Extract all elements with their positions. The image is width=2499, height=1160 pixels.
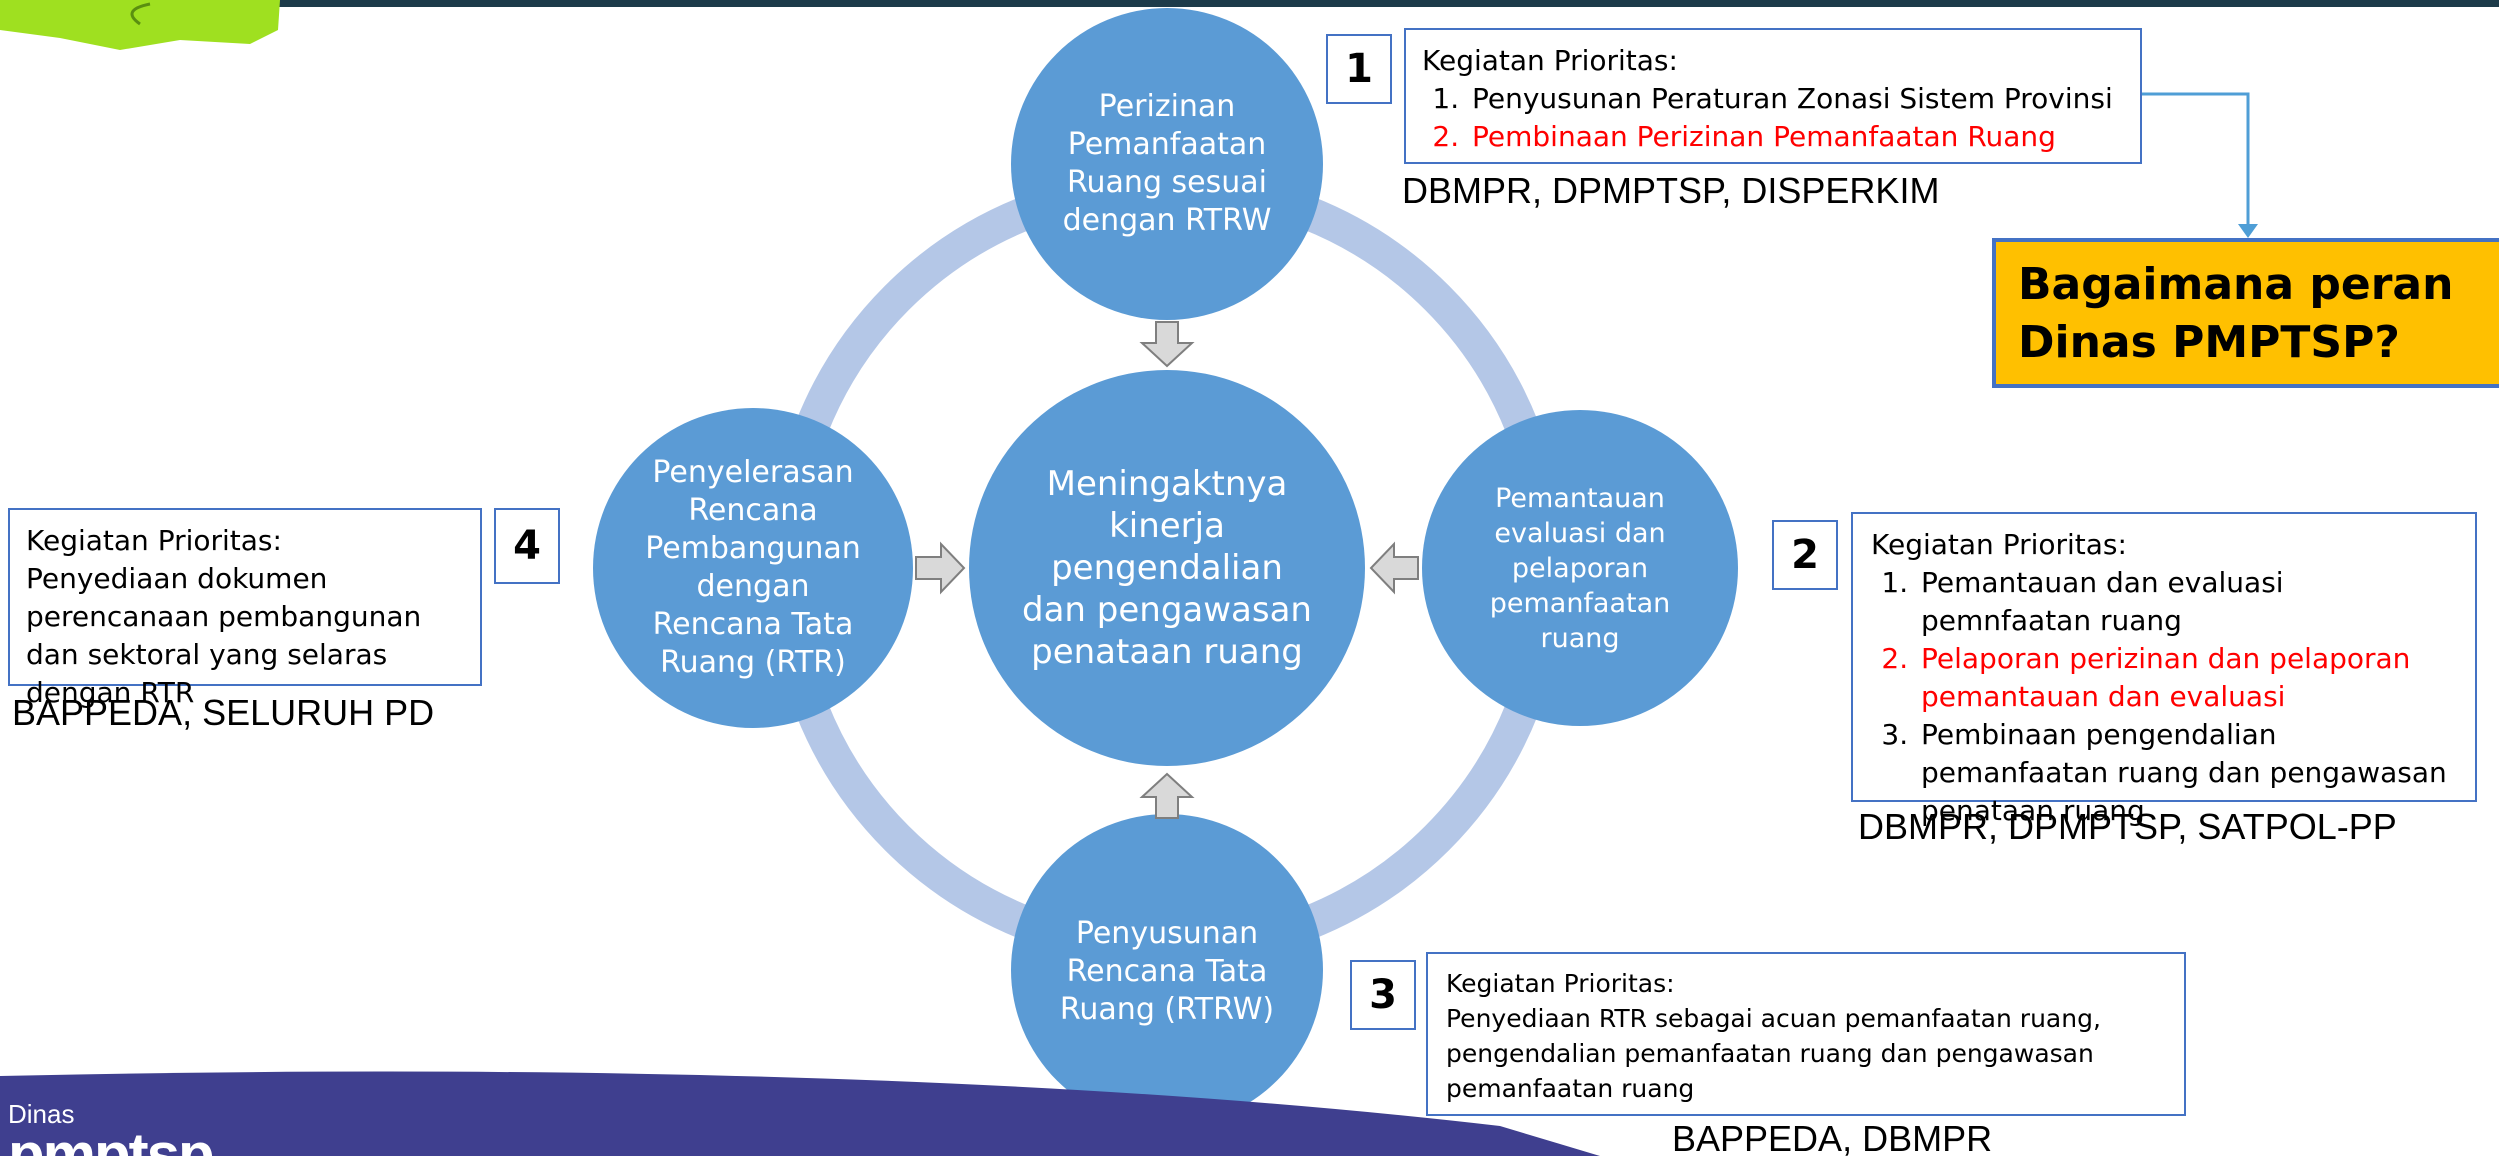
footer-logo-big: pmptsp: [8, 1128, 213, 1160]
priority-box-4: Kegiatan Prioritas: Penyediaan dokumen p…: [8, 508, 482, 709]
question-box: Bagaimana peran Dinas PMPTSP?: [1992, 238, 2499, 388]
priority-heading-2: Kegiatan Prioritas:: [1871, 528, 2127, 561]
number-badge-4: 4: [494, 508, 560, 584]
priority-box-3: Kegiatan Prioritas: Penyediaan RTR sebag…: [1426, 952, 2186, 1116]
priority-item: Penyusunan Peraturan Zonasi Sistem Provi…: [1468, 80, 2124, 118]
priority-list-2: Pemantauan dan evaluasi pemnfaatan ruang…: [1871, 564, 2457, 830]
connector-arrowhead: [2238, 224, 2258, 238]
arrow-up: [1139, 772, 1195, 819]
priority-heading-3: Kegiatan Prioritas:: [1446, 969, 1675, 998]
priority-text-3: Penyediaan RTR sebagai acuan pemanfaatan…: [1446, 1004, 2101, 1103]
arrow-right: [915, 541, 966, 595]
circle-left: [593, 408, 913, 728]
agency-label-4: BAPPEDA, SELURUH PD: [12, 692, 435, 733]
priority-list-1: Penyusunan Peraturan Zonasi Sistem Provi…: [1422, 80, 2124, 156]
circle-bottom-text: Penyusunan Rencana Tata Ruang (RTRW): [1059, 916, 1275, 1027]
circle-right-text: Pemantauan evaluasi dan pelaporan pemanf…: [1489, 482, 1671, 654]
arrow-left: [1369, 541, 1419, 595]
top-logo: [0, 0, 280, 50]
priority-item: Pemantauan dan evaluasi pemnfaatan ruang: [1917, 564, 2457, 640]
number-badge-3: 3: [1350, 960, 1416, 1030]
priority-box-1: Kegiatan Prioritas: Penyusunan Peraturan…: [1404, 28, 2142, 164]
priority-heading-4: Kegiatan Prioritas:: [26, 524, 282, 557]
agency-label-3: BAPPEDA, DBMPR: [1672, 1118, 1993, 1159]
priority-item: Pembinaan Perizinan Pemanfaatan Ruang: [1468, 118, 2124, 156]
priority-item: Pelaporan perizinan dan pelaporan pemant…: [1917, 640, 2457, 716]
circle-center-text: Meningaktnya kinerja pengendalian dan pe…: [1022, 464, 1312, 672]
priority-item: Pembinaan pengendalian pemanfaatan ruang…: [1917, 716, 2457, 830]
number-badge-1: 1: [1326, 34, 1392, 104]
circle-top-text: Perizinan Pemanfaatan Ruang sesuai denga…: [1062, 89, 1272, 238]
footer-logo: Dinas pmptsp: [8, 1100, 213, 1160]
priority-text-4: Penyediaan dokumen perencanaan pembangun…: [26, 562, 422, 709]
number-badge-2: 2: [1772, 520, 1838, 590]
arrow-down: [1139, 321, 1195, 368]
top-bar: [0, 0, 2499, 7]
agency-label-1: DBMPR, DPMPTSP, DISPERKIM: [1402, 170, 1940, 211]
footer-band: [0, 1071, 1600, 1156]
priority-heading-1: Kegiatan Prioritas:: [1422, 44, 1678, 77]
circle-bottom: [1011, 814, 1323, 1126]
circle-center: [969, 370, 1365, 766]
circle-top: [1011, 8, 1323, 320]
priority-box-2: Kegiatan Prioritas: Pemantauan dan evalu…: [1851, 512, 2477, 827]
footer-logo-small: Dinas: [8, 1099, 75, 1129]
circle-right: [1422, 410, 1738, 726]
agency-label-2: DBMPR, DPMPTSP, SATPOL-PP: [1858, 806, 2397, 847]
circle-left-text: Penyelerasan Rencana Pembangunan dengan …: [645, 455, 861, 680]
connector-line: [2142, 92, 2250, 226]
